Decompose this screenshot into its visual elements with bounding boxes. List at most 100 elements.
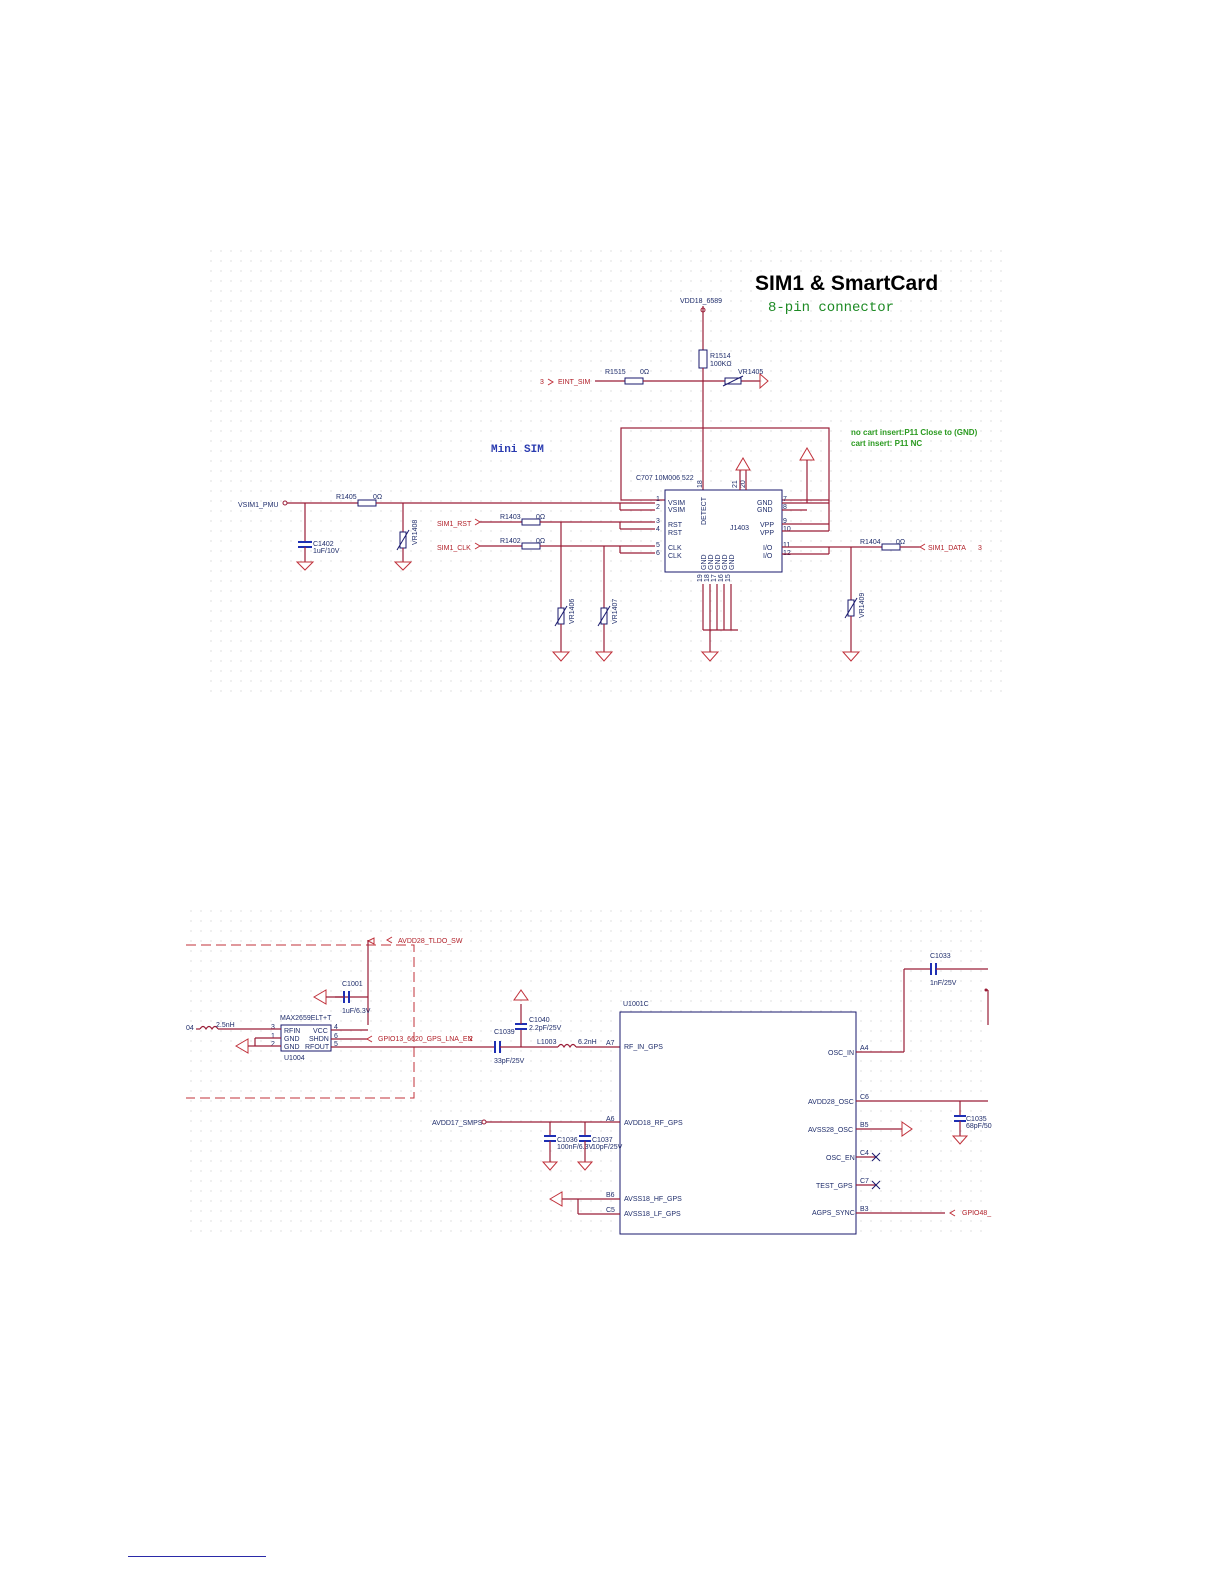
connector-j1403	[664, 489, 783, 573]
r1514-value: 100KΩ	[710, 361, 732, 368]
pin-avdd28-osc: AVDD28_OSC	[808, 1099, 854, 1106]
c1036-value: 100nF/6.3V	[557, 1144, 594, 1151]
pin-b6-num: B6	[606, 1192, 615, 1199]
eint-sheet-num: 3	[540, 379, 544, 386]
r1402-ref: R1402	[500, 538, 521, 545]
pin-1-name: VSIM	[668, 500, 685, 507]
pin-11-num: 11	[783, 542, 790, 549]
gpio-lna-net: GPIO13_6620_GPS_LNA_EN	[378, 1036, 473, 1043]
pin-c7-num: C7	[860, 1178, 869, 1185]
lna-num-1: 1	[271, 1033, 275, 1040]
sim-subtitle: 8-pin connector	[768, 300, 894, 316]
lna-num-4: 4	[334, 1024, 338, 1031]
bottom-gnd-2: GND	[708, 554, 715, 570]
vr1406-ref: VR1406	[569, 599, 576, 624]
detect-pin-num: 18	[697, 480, 704, 488]
pin-avss28-osc: AVSS28_OSC	[808, 1127, 853, 1134]
mini-sim-label: Mini SIM	[491, 444, 544, 456]
gpio-sync-net: GPIO48_	[962, 1210, 991, 1217]
c1402-value: 1uF/10V	[313, 548, 340, 555]
c1039-value: 33pF/25V	[494, 1058, 525, 1065]
card-detect-note-1: no cart insert:P11 Close to (GND)	[851, 428, 978, 437]
top-pin-20: 20	[740, 480, 747, 488]
lna-pin-rfin: RFIN	[284, 1028, 300, 1035]
c1402-ref: C1402	[313, 541, 334, 548]
chip-ref: U1001C	[623, 1001, 649, 1008]
pin-4-num: 4	[656, 526, 660, 533]
r1515-value: 0Ω	[640, 369, 649, 376]
c1033-ref: C1033	[930, 953, 951, 960]
lna-num-6: 6	[334, 1033, 338, 1040]
lna-pin-gnd2: GND	[284, 1044, 300, 1051]
shield-dashed-outline	[186, 944, 415, 1099]
pin-9-num: 9	[783, 518, 787, 525]
lna-num-2: 2	[271, 1041, 275, 1048]
lna-pin-vcc: VCC	[313, 1028, 328, 1035]
vsim-net-label: VSIM1_PMU	[238, 502, 278, 509]
pin-c4-num: C4	[860, 1150, 869, 1157]
c1033-value: 1nF/25V	[930, 980, 957, 987]
sim-title: SIM1 & SmartCard	[755, 272, 938, 295]
sim-data-net: SIM1_DATA	[928, 545, 966, 552]
pin-7-num: 7	[783, 496, 787, 503]
vr1408-ref: VR1408	[412, 520, 419, 545]
pin-7-name: GND	[757, 500, 773, 507]
chip-u1001c	[619, 1011, 857, 1235]
pin-a7-num: A7	[606, 1040, 615, 1047]
inductor-l1003	[557, 1043, 577, 1049]
pin-rf-in-gps: RF_IN_GPS	[624, 1044, 663, 1051]
pin-8-name: GND	[757, 507, 773, 514]
pin-3-name: RST	[668, 522, 683, 529]
pin-2-num: 2	[656, 504, 660, 511]
pin-4-name: RST	[668, 530, 683, 537]
bottom-gnd-4: GND	[722, 554, 729, 570]
r1402-value: 0Ω	[536, 538, 545, 545]
pin-6-num: 6	[656, 550, 660, 557]
pin-agps-sync: AGPS_SYNC	[812, 1210, 855, 1217]
gpio-lna-sheet: 2	[469, 1036, 473, 1043]
sim-clk-net: SIM1_CLK	[437, 545, 471, 552]
r1404-value: 0Ω	[896, 539, 905, 546]
pin-avss18-lf-gps: AVSS18_LF_GPS	[624, 1211, 681, 1218]
sim-schematic: SIM1 & SmartCard 8-pin connector Mini SI…	[208, 243, 1008, 693]
pin-10-num: 10	[783, 526, 791, 533]
r1515-ref: R1515	[605, 369, 626, 376]
bottom-pin-15: 15	[725, 574, 732, 582]
pin-1-num: 1	[656, 496, 660, 503]
c1035-ref: C1035	[966, 1116, 987, 1123]
footer-rule	[128, 1556, 266, 1557]
lna-pin-shdn: SHDN	[309, 1036, 329, 1043]
c1037-ref: C1037	[592, 1137, 613, 1144]
lna-ref: U1004	[284, 1055, 305, 1062]
pin-b5-num: B5	[860, 1122, 869, 1129]
bottom-gnd-3: GND	[715, 554, 722, 570]
inductor-input	[199, 1025, 219, 1031]
pin-a4-num: A4	[860, 1045, 869, 1052]
r1404-ref: R1404	[860, 539, 881, 546]
r1405-value: 0Ω	[373, 494, 382, 501]
vr1407-ref: VR1407	[612, 599, 619, 624]
lna-num-3: 3	[271, 1024, 275, 1031]
bottom-gnd-5: GND	[729, 554, 736, 570]
pin-test-gps: TEST_GPS	[816, 1183, 853, 1190]
pin-11-name: I/O	[763, 545, 773, 552]
gps-schematic: AVDD28_TLDO_SW C1001 1uF/6.3V MAX2659ELT…	[186, 905, 992, 1235]
pin-osc-en: OSC_EN	[826, 1155, 855, 1162]
bottom-pin-16: 16	[718, 574, 725, 582]
vdd-net-label: VDD18_6589	[680, 298, 722, 305]
resistor-r1514	[698, 349, 708, 369]
c1039-ref: C1039	[494, 1029, 515, 1036]
lna-part: MAX2659ELT+T	[280, 1015, 332, 1022]
connector-ref: J1403	[730, 525, 749, 532]
c1040-ref: C1040	[529, 1017, 550, 1024]
pin-avss18-hf-gps: AVSS18_HF_GPS	[624, 1196, 682, 1203]
vr1409-ref: VR1409	[859, 593, 866, 618]
rf-in-net: 04	[186, 1025, 194, 1032]
sim-grid	[208, 243, 1008, 693]
pin-12-name: I/O	[763, 553, 773, 560]
pin-3-num: 3	[656, 518, 660, 525]
c1040-value: 2.2pF/25V	[529, 1025, 562, 1032]
r1405-ref: R1405	[336, 494, 357, 501]
l1003-ref: L1003	[537, 1039, 557, 1046]
